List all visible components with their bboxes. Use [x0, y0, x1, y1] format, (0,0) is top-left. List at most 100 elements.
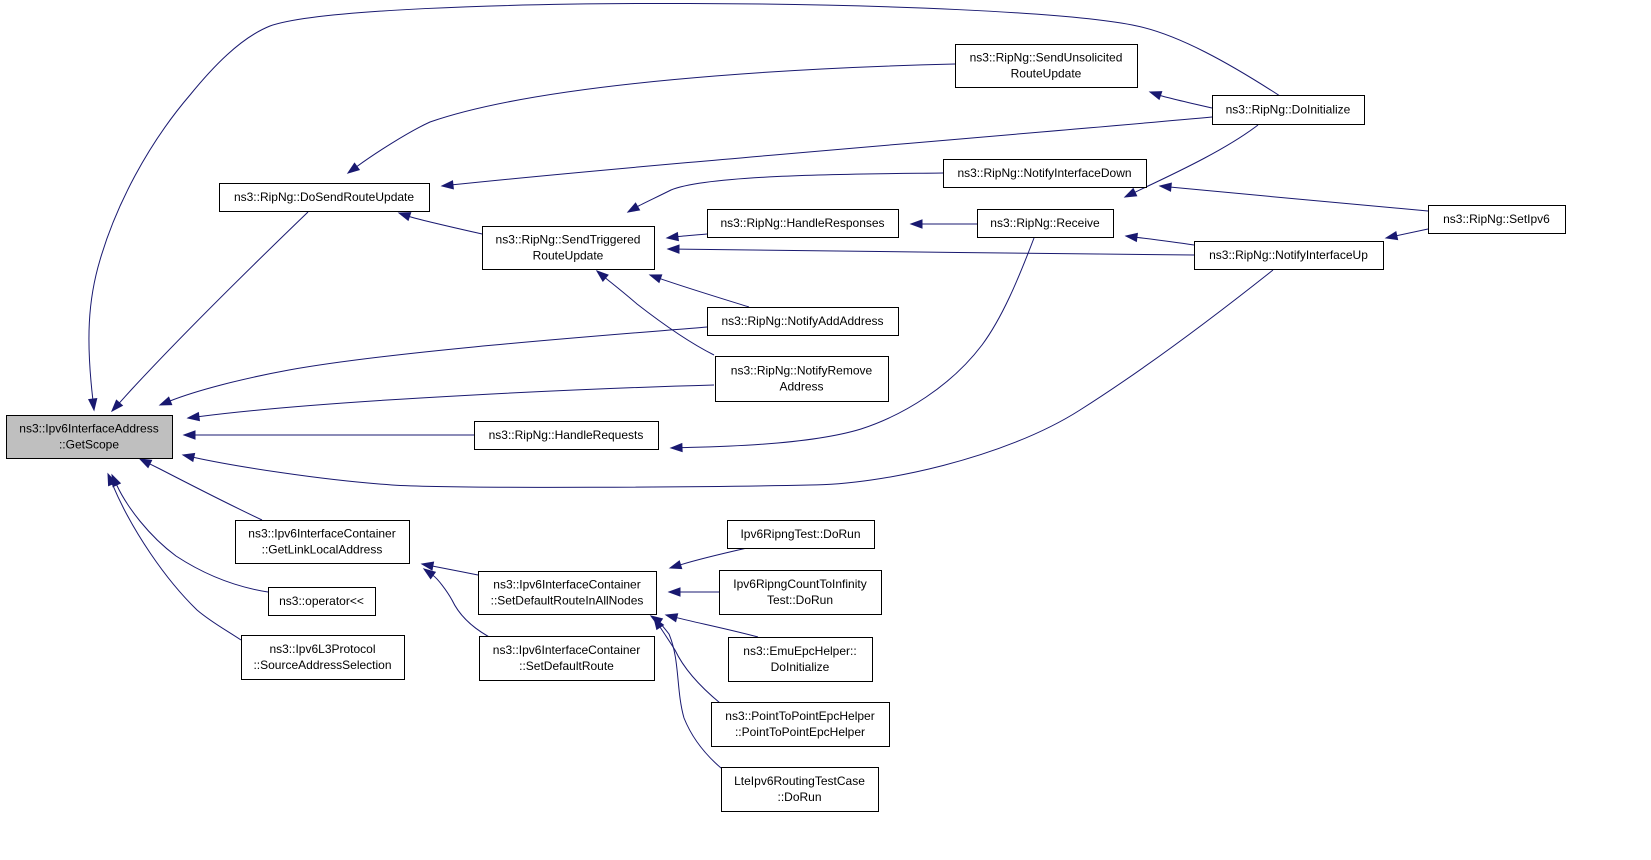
node-ipv6ripngtest-dorun[interactable]: Ipv6RipngTest::DoRun — [727, 520, 875, 549]
node-box — [474, 421, 659, 450]
edge-arrowhead — [665, 231, 679, 242]
node-label-line: ns3::RipNg::NotifyInterfaceUp — [1209, 248, 1368, 262]
node-ripng-receive[interactable]: ns3::RipNg::Receive — [977, 209, 1114, 238]
edge-line — [170, 326, 708, 402]
edge-line — [1170, 186, 1429, 212]
node-box — [721, 767, 879, 812]
node-label-line: ns3::Ipv6InterfaceAddress — [19, 422, 158, 436]
node-box — [478, 571, 657, 615]
node-box — [1194, 241, 1384, 270]
edge-receive-to-handlereq — [669, 237, 1035, 453]
edge-sendtrig-to-dosend — [397, 212, 483, 235]
node-ripng-setipv6[interactable]: ns3::RipNg::SetIpv6 — [1428, 205, 1566, 234]
edge-doinit-to-sendunsol — [1148, 91, 1213, 109]
node-ipv6interfaceaddress-getscope[interactable]: ns3::Ipv6InterfaceAddress::GetScope — [6, 415, 173, 459]
edge-line — [432, 565, 479, 576]
node-label-line: Test::DoRun — [767, 593, 833, 607]
edge-line — [605, 277, 715, 356]
node-ripng-handleresponses[interactable]: ns3::RipNg::HandleResponses — [707, 209, 899, 238]
edge-arrowhead — [397, 212, 412, 222]
edge-getlinklocal-to-getscope — [138, 458, 263, 521]
node-label-line: RouteUpdate — [533, 249, 604, 263]
edge-arrowhead — [158, 396, 173, 406]
node-label-line: ns3::Ipv6InterfaceContainer — [493, 578, 640, 592]
node-box — [219, 183, 430, 212]
node-label-line: Ipv6RipngCountToInfinity — [733, 577, 866, 591]
edge-arrowhead — [1158, 182, 1172, 192]
node-label-line: ns3::RipNg::SetIpv6 — [1443, 212, 1550, 226]
edge-line — [356, 63, 956, 167]
edge-line — [119, 211, 309, 404]
node-label-line: ns3::RipNg::SendTriggered — [496, 233, 641, 247]
node-label-line: ns3::Ipv6InterfaceContainer — [248, 527, 395, 541]
node-box — [268, 587, 376, 616]
edge-arrowhead — [648, 274, 663, 284]
edge-arrowhead — [422, 568, 437, 580]
edge-line — [149, 463, 263, 521]
edge-arrowhead — [111, 399, 124, 413]
edge-dosend-to-getscope — [111, 211, 309, 413]
edge-doinit-to-getscope — [88, 3, 1281, 412]
edge-line — [1134, 124, 1259, 193]
node-ipv6interfacecontainer-setdefaultrouteinallnodes[interactable]: ns3::Ipv6InterfaceContainer::SetDefaultR… — [478, 571, 657, 615]
edge-arrowhead — [626, 202, 641, 213]
edge-notifyup-to-sendtrig — [666, 244, 1195, 256]
edge-arrowhead — [667, 587, 681, 597]
edge-arrowhead — [1124, 232, 1138, 243]
edges-layer — [88, 3, 1429, 769]
edge-arrowhead — [107, 472, 117, 487]
edge-doinit-to-receive — [1123, 124, 1259, 198]
node-box — [707, 209, 899, 238]
edge-line — [1396, 228, 1429, 237]
edge-srcaddrsel-to-getscope — [107, 472, 242, 641]
node-pointtopointepchelper[interactable]: ns3::PointToPointEpcHelper::PointToPoint… — [711, 702, 890, 747]
node-ripng-notifyinterfaceup[interactable]: ns3::RipNg::NotifyInterfaceUp — [1194, 241, 1384, 270]
edge-handleresp-to-sendtrig — [665, 231, 708, 242]
node-box — [479, 636, 655, 681]
node-box — [719, 570, 882, 615]
edge-countinf-to-setdefallnodes — [667, 587, 719, 597]
node-ripng-handlerequests[interactable]: ns3::RipNg::HandleRequests — [474, 421, 659, 450]
node-box — [1428, 205, 1566, 234]
node-label-line: ns3::operator<< — [279, 594, 364, 608]
node-ripng-notifyinterfacedown[interactable]: ns3::RipNg::NotifyInterfaceDown — [943, 159, 1147, 188]
edge-notifyrem-to-getscope — [186, 384, 715, 422]
edge-arrowhead — [668, 560, 683, 570]
edge-notifyup-to-receive — [1124, 232, 1195, 246]
node-emuepchelper-doinitialize[interactable]: ns3::EmuEpcHelper::DoInitialize — [728, 637, 873, 682]
node-ripng-doinitialize[interactable]: ns3::RipNg::DoInitialize — [1212, 95, 1365, 125]
edge-line — [660, 278, 750, 308]
edge-line — [680, 547, 748, 566]
node-lteipv6routingtestcase-dorun[interactable]: LteIpv6RoutingTestCase::DoRun — [721, 767, 879, 812]
edge-arrowhead — [1123, 187, 1138, 198]
node-operator-stream[interactable]: ns3::operator<< — [268, 587, 376, 616]
node-ipv6l3protocol-sourceaddressselection[interactable]: ns3::Ipv6L3Protocol::SourceAddressSelect… — [241, 635, 405, 680]
node-ipv6interfacecontainer-getlinklocaladdress[interactable]: ns3::Ipv6InterfaceContainer::GetLinkLoca… — [235, 520, 410, 564]
node-label-line: ns3::Ipv6L3Protocol — [269, 642, 375, 656]
edge-arrowhead — [664, 613, 679, 623]
edge-arrowhead — [909, 219, 923, 229]
edge-line — [676, 617, 759, 638]
edge-arrowhead — [186, 411, 201, 422]
node-label-line: ns3::RipNg::NotifyAddAddress — [721, 314, 883, 328]
node-label-line: ::PointToPointEpcHelper — [735, 725, 865, 739]
node-label-line: ns3::PointToPointEpcHelper — [725, 709, 874, 723]
edge-line — [432, 574, 496, 641]
node-ripng-notifyaddaddress[interactable]: ns3::RipNg::NotifyAddAddress — [707, 307, 899, 336]
node-label-line: ns3::RipNg::Receive — [990, 216, 1100, 230]
node-box — [977, 209, 1114, 238]
node-ipv6interfacecontainer-setdefaultroute[interactable]: ns3::Ipv6InterfaceContainer::SetDefaultR… — [479, 636, 655, 681]
node-label-line: ns3::RipNg::HandleResponses — [720, 216, 884, 230]
edge-line — [452, 116, 1213, 186]
node-label-line: ::GetScope — [59, 438, 119, 452]
node-ripng-dosendrouteupdate[interactable]: ns3::RipNg::DoSendRouteUpdate — [219, 183, 430, 212]
node-box — [241, 635, 405, 680]
edge-notifyadd-to-sendtrig — [648, 274, 750, 308]
edge-doinit-to-dosend — [440, 116, 1213, 190]
edge-line — [637, 172, 944, 207]
edge-sendunsol-to-dosend — [346, 63, 956, 174]
